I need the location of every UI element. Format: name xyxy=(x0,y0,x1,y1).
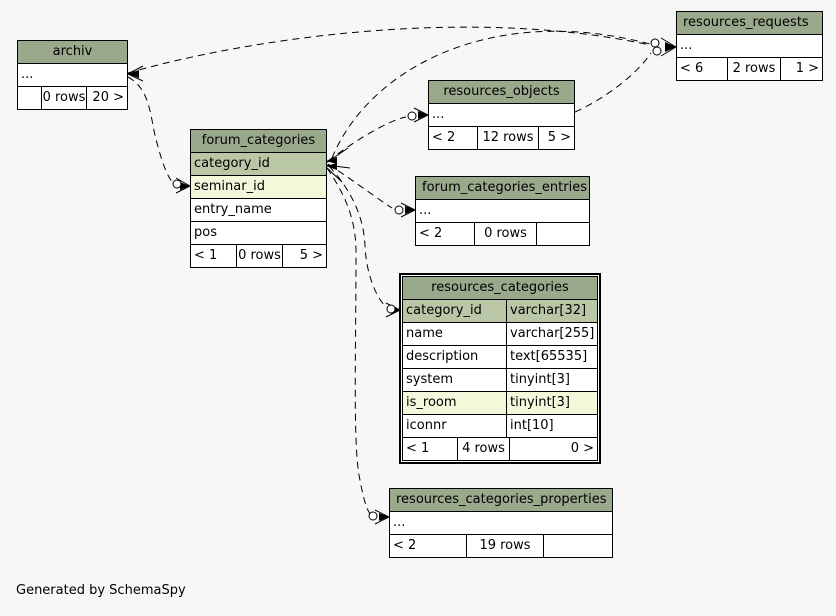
table-resources-categories[interactable]: resources_categories category_id varchar… xyxy=(399,273,601,464)
column-row-is-room: is_room tinyint[3] xyxy=(403,391,597,414)
circle-resources-categories-properties xyxy=(368,511,378,521)
footer-parents: < 6 xyxy=(680,61,704,76)
column-row-name: name varchar[255] xyxy=(403,322,597,345)
table-resources-objects[interactable]: resources_objects ... < 2 12 rows 5 > xyxy=(428,80,575,150)
footer-rowcount: 0 rows xyxy=(236,245,282,267)
column-row-category-id: category_id varchar[32] xyxy=(403,300,597,322)
edge-archiv-resources-requests xyxy=(127,26,651,74)
table-resources-categories-properties[interactable]: resources_categories_properties ... < 2 … xyxy=(389,488,613,558)
table-footer: 0 rows 20 > xyxy=(18,86,127,109)
arrowhead-forum-categories-b xyxy=(326,163,337,170)
edge-forum-categories-resources-objects xyxy=(327,116,407,162)
footer-rowcount: 19 rows xyxy=(466,535,543,557)
generated-by-note: Generated by SchemaSpy xyxy=(16,583,186,598)
circle-resources-requests-b xyxy=(652,46,662,56)
table-title-forum-categories-entries[interactable]: forum_categories_entries xyxy=(416,177,589,200)
arrowhead-forum-categories-entries xyxy=(405,206,415,214)
edge-archiv-forum-categories xyxy=(127,76,174,184)
crowfoot-resources-categories-properties xyxy=(374,509,390,525)
arrowhead-archiv xyxy=(128,70,139,78)
footer-children xyxy=(543,535,612,557)
table-footer: < 2 0 rows xyxy=(416,222,589,245)
column-row-description: description text[65535] xyxy=(403,345,597,368)
table-footer: < 2 19 rows xyxy=(390,534,612,557)
table-row: ... xyxy=(416,200,589,222)
footer-parents: < 1 xyxy=(406,441,430,456)
circle-resources-requests-a xyxy=(650,38,660,48)
table-row: ... xyxy=(390,512,612,534)
edge-forum-categories-resources-requests xyxy=(331,30,651,159)
columns-ellipsis: ... xyxy=(393,515,406,530)
columns-ellipsis: ... xyxy=(419,203,432,218)
table-forum-categories[interactable]: forum_categories category_id seminar_id … xyxy=(190,129,327,268)
table-footer: < 1 0 rows 5 > xyxy=(191,244,326,267)
arrowhead-resources-categories-properties xyxy=(379,513,389,521)
column-row-entry-name: entry_name xyxy=(191,198,326,221)
table-row: ... xyxy=(18,64,127,86)
footer-children: 20 > xyxy=(86,87,127,109)
column-type: tinyint[3] xyxy=(506,369,597,391)
footer-children: 5 > xyxy=(538,127,574,149)
circle-seminar-id xyxy=(172,179,182,189)
table-resources-requests[interactable]: resources_requests ... < 6 2 rows 1 > xyxy=(676,11,823,81)
table-footer: < 6 2 rows 1 > xyxy=(677,57,822,80)
table-title-resources-objects[interactable]: resources_objects xyxy=(429,81,574,104)
column-type: varchar[255] xyxy=(506,323,597,345)
table-title-resources-categories-properties[interactable]: resources_categories_properties xyxy=(390,489,612,512)
columns-ellipsis: ... xyxy=(21,67,34,82)
table-title-resources-requests[interactable]: resources_requests xyxy=(677,12,822,35)
circle-forum-categories-entries xyxy=(394,205,404,215)
footer-rowcount: 4 rows xyxy=(457,438,509,460)
columns-ellipsis: ... xyxy=(432,107,445,122)
table-forum-categories-entries[interactable]: forum_categories_entries ... < 2 0 rows xyxy=(415,176,590,246)
table-archiv[interactable]: archiv ... 0 rows 20 > xyxy=(17,40,128,110)
arrowhead-seminar-id xyxy=(180,182,190,190)
column-row-category-id: category_id xyxy=(191,153,326,175)
footer-rowcount: 0 rows xyxy=(41,87,86,109)
crowfoot-forum-categories-entries xyxy=(400,202,416,218)
crowfoot-seminar-id xyxy=(175,177,191,194)
footer-rowcount: 0 rows xyxy=(474,223,536,245)
footer-rowcount: 12 rows xyxy=(477,127,538,149)
edge-resources-objects-resources-requests xyxy=(574,52,652,113)
column-row-iconnr: iconnr int[10] xyxy=(403,414,597,437)
table-row: ... xyxy=(429,104,574,126)
table-row: ... xyxy=(677,35,822,57)
columns-ellipsis: ... xyxy=(680,38,693,53)
table-footer: < 1 4 rows 0 > xyxy=(403,437,597,460)
crowfoot-resources-objects xyxy=(413,107,429,123)
crowfoot-resources-requests xyxy=(660,37,677,57)
column-type: text[65535] xyxy=(506,346,597,368)
footer-parents: < 1 xyxy=(194,248,218,263)
footer-parents: < 2 xyxy=(393,538,417,553)
column-row-system: system tinyint[3] xyxy=(403,368,597,391)
table-title-forum-categories[interactable]: forum_categories xyxy=(191,130,326,153)
footer-children: 5 > xyxy=(282,245,326,267)
column-type: int[10] xyxy=(506,415,597,437)
table-footer: < 2 12 rows 5 > xyxy=(429,126,574,149)
crowfoot-archiv xyxy=(127,65,144,82)
column-type: tinyint[3] xyxy=(506,392,597,414)
table-title-archiv[interactable]: archiv xyxy=(18,41,127,64)
footer-parents: < 2 xyxy=(419,226,443,241)
column-row-seminar-id: seminar_id xyxy=(191,175,326,198)
footer-children: 0 > xyxy=(509,438,597,460)
column-row-pos: pos xyxy=(191,221,326,244)
arrowhead-forum-categories-a xyxy=(326,157,337,164)
circle-resources-objects xyxy=(407,111,417,121)
arrowhead-resources-objects xyxy=(418,111,428,119)
arrowhead-resources-requests xyxy=(665,42,676,52)
edge-forum-categories-resources-categories xyxy=(328,165,386,307)
footer-parents xyxy=(18,87,41,109)
edge-forum-categories-forum-categories-entries xyxy=(327,163,393,209)
column-type: varchar[32] xyxy=(506,300,597,322)
footer-rowcount: 2 rows xyxy=(727,58,780,80)
footer-children xyxy=(536,223,589,245)
table-title-resources-categories[interactable]: resources_categories xyxy=(403,277,597,300)
footer-parents: < 2 xyxy=(432,130,456,145)
footer-children: 1 > xyxy=(780,58,822,80)
circle-resources-categories xyxy=(386,304,396,314)
edge-forum-categories-resources-categories-properties xyxy=(326,167,371,515)
